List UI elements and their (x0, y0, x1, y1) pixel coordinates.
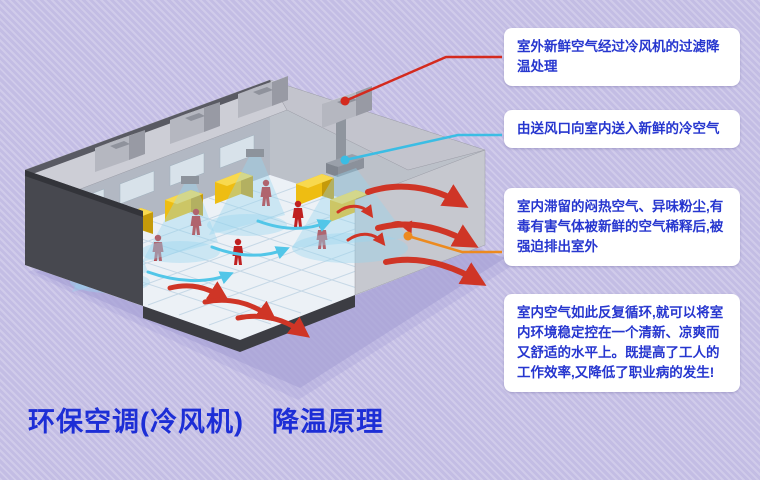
callout-text-3: 室内滞留的闷热空气、异味粉尘,有毒有害气体被新鲜的空气稀释后,被强迫排出室外 (517, 199, 724, 254)
callout-line-1 (344, 55, 502, 103)
cool-air-cone (207, 149, 287, 236)
callout-line-2 (344, 133, 502, 162)
callout-text-2: 由送风口向室内送入新鲜的冷空气 (517, 121, 720, 136)
roof (24, 79, 486, 197)
roof-cooling-units (95, 76, 372, 172)
cool-air-arrow (146, 270, 234, 285)
callout-dot-1 (340, 96, 350, 106)
stale-air-swirl (346, 232, 386, 246)
front-left-wall-trim (25, 170, 143, 217)
exhaust-arrow (383, 256, 487, 286)
callout-text-4: 室内空气如此反复循环,就可以将室内环境稳定控在一个清新、凉爽而又舒适的水平上。既… (517, 305, 724, 380)
machine (165, 190, 203, 222)
cool-air-cone (140, 176, 220, 263)
exhaust-arrow (167, 281, 230, 302)
roof-cooling-unit (170, 102, 220, 144)
stale-air-swirl (386, 220, 413, 235)
callout-dot-3 (403, 231, 413, 241)
callout-box-2: 由送风口向室内送入新鲜的冷空气 (504, 110, 740, 148)
roof-edge-trim (25, 80, 272, 176)
callout-connectors (340, 55, 502, 254)
worker-figure (260, 179, 272, 206)
machine (296, 174, 334, 206)
roof-cooling-unit (238, 76, 288, 118)
worker-figure (190, 208, 202, 235)
exhaust-arrow (202, 297, 278, 322)
front-walls (25, 170, 355, 352)
exhaust-arrow (235, 313, 311, 338)
callout-line-3 (407, 234, 502, 254)
stale-air-swirl (336, 204, 374, 219)
cool-air-arrow (256, 219, 332, 233)
callout-dot-2 (340, 155, 350, 165)
worker-figure (152, 234, 164, 261)
cool-air-arrow (210, 245, 290, 260)
callout-box-3: 室内滞留的闷热空气、异味粉尘,有毒有害气体被新鲜的空气稀释后,被强迫排出室外 (504, 188, 740, 266)
callout-text-1: 室外新鲜空气经过冷风机的过滤降温处理 (517, 39, 720, 74)
callout-box-1: 室外新鲜空气经过冷风机的过滤降温处理 (504, 28, 740, 86)
roof-cooling-unit (95, 130, 145, 172)
callout-box-4: 室内空气如此反复循环,就可以将室内环境稳定控在一个清新、凉爽而又舒适的水平上。既… (504, 294, 740, 392)
worker-figure (292, 200, 304, 227)
floor-slab-edge (143, 295, 355, 352)
machine (215, 172, 253, 204)
cool-air-arrows (146, 219, 332, 285)
diffuser-unit (246, 149, 264, 157)
diffuser-unit (181, 176, 199, 184)
page-title: 环保空调(冷风机) 降温原理 (28, 407, 384, 437)
exhaust-arrow (365, 183, 469, 208)
exhaust-arrows (167, 183, 487, 338)
